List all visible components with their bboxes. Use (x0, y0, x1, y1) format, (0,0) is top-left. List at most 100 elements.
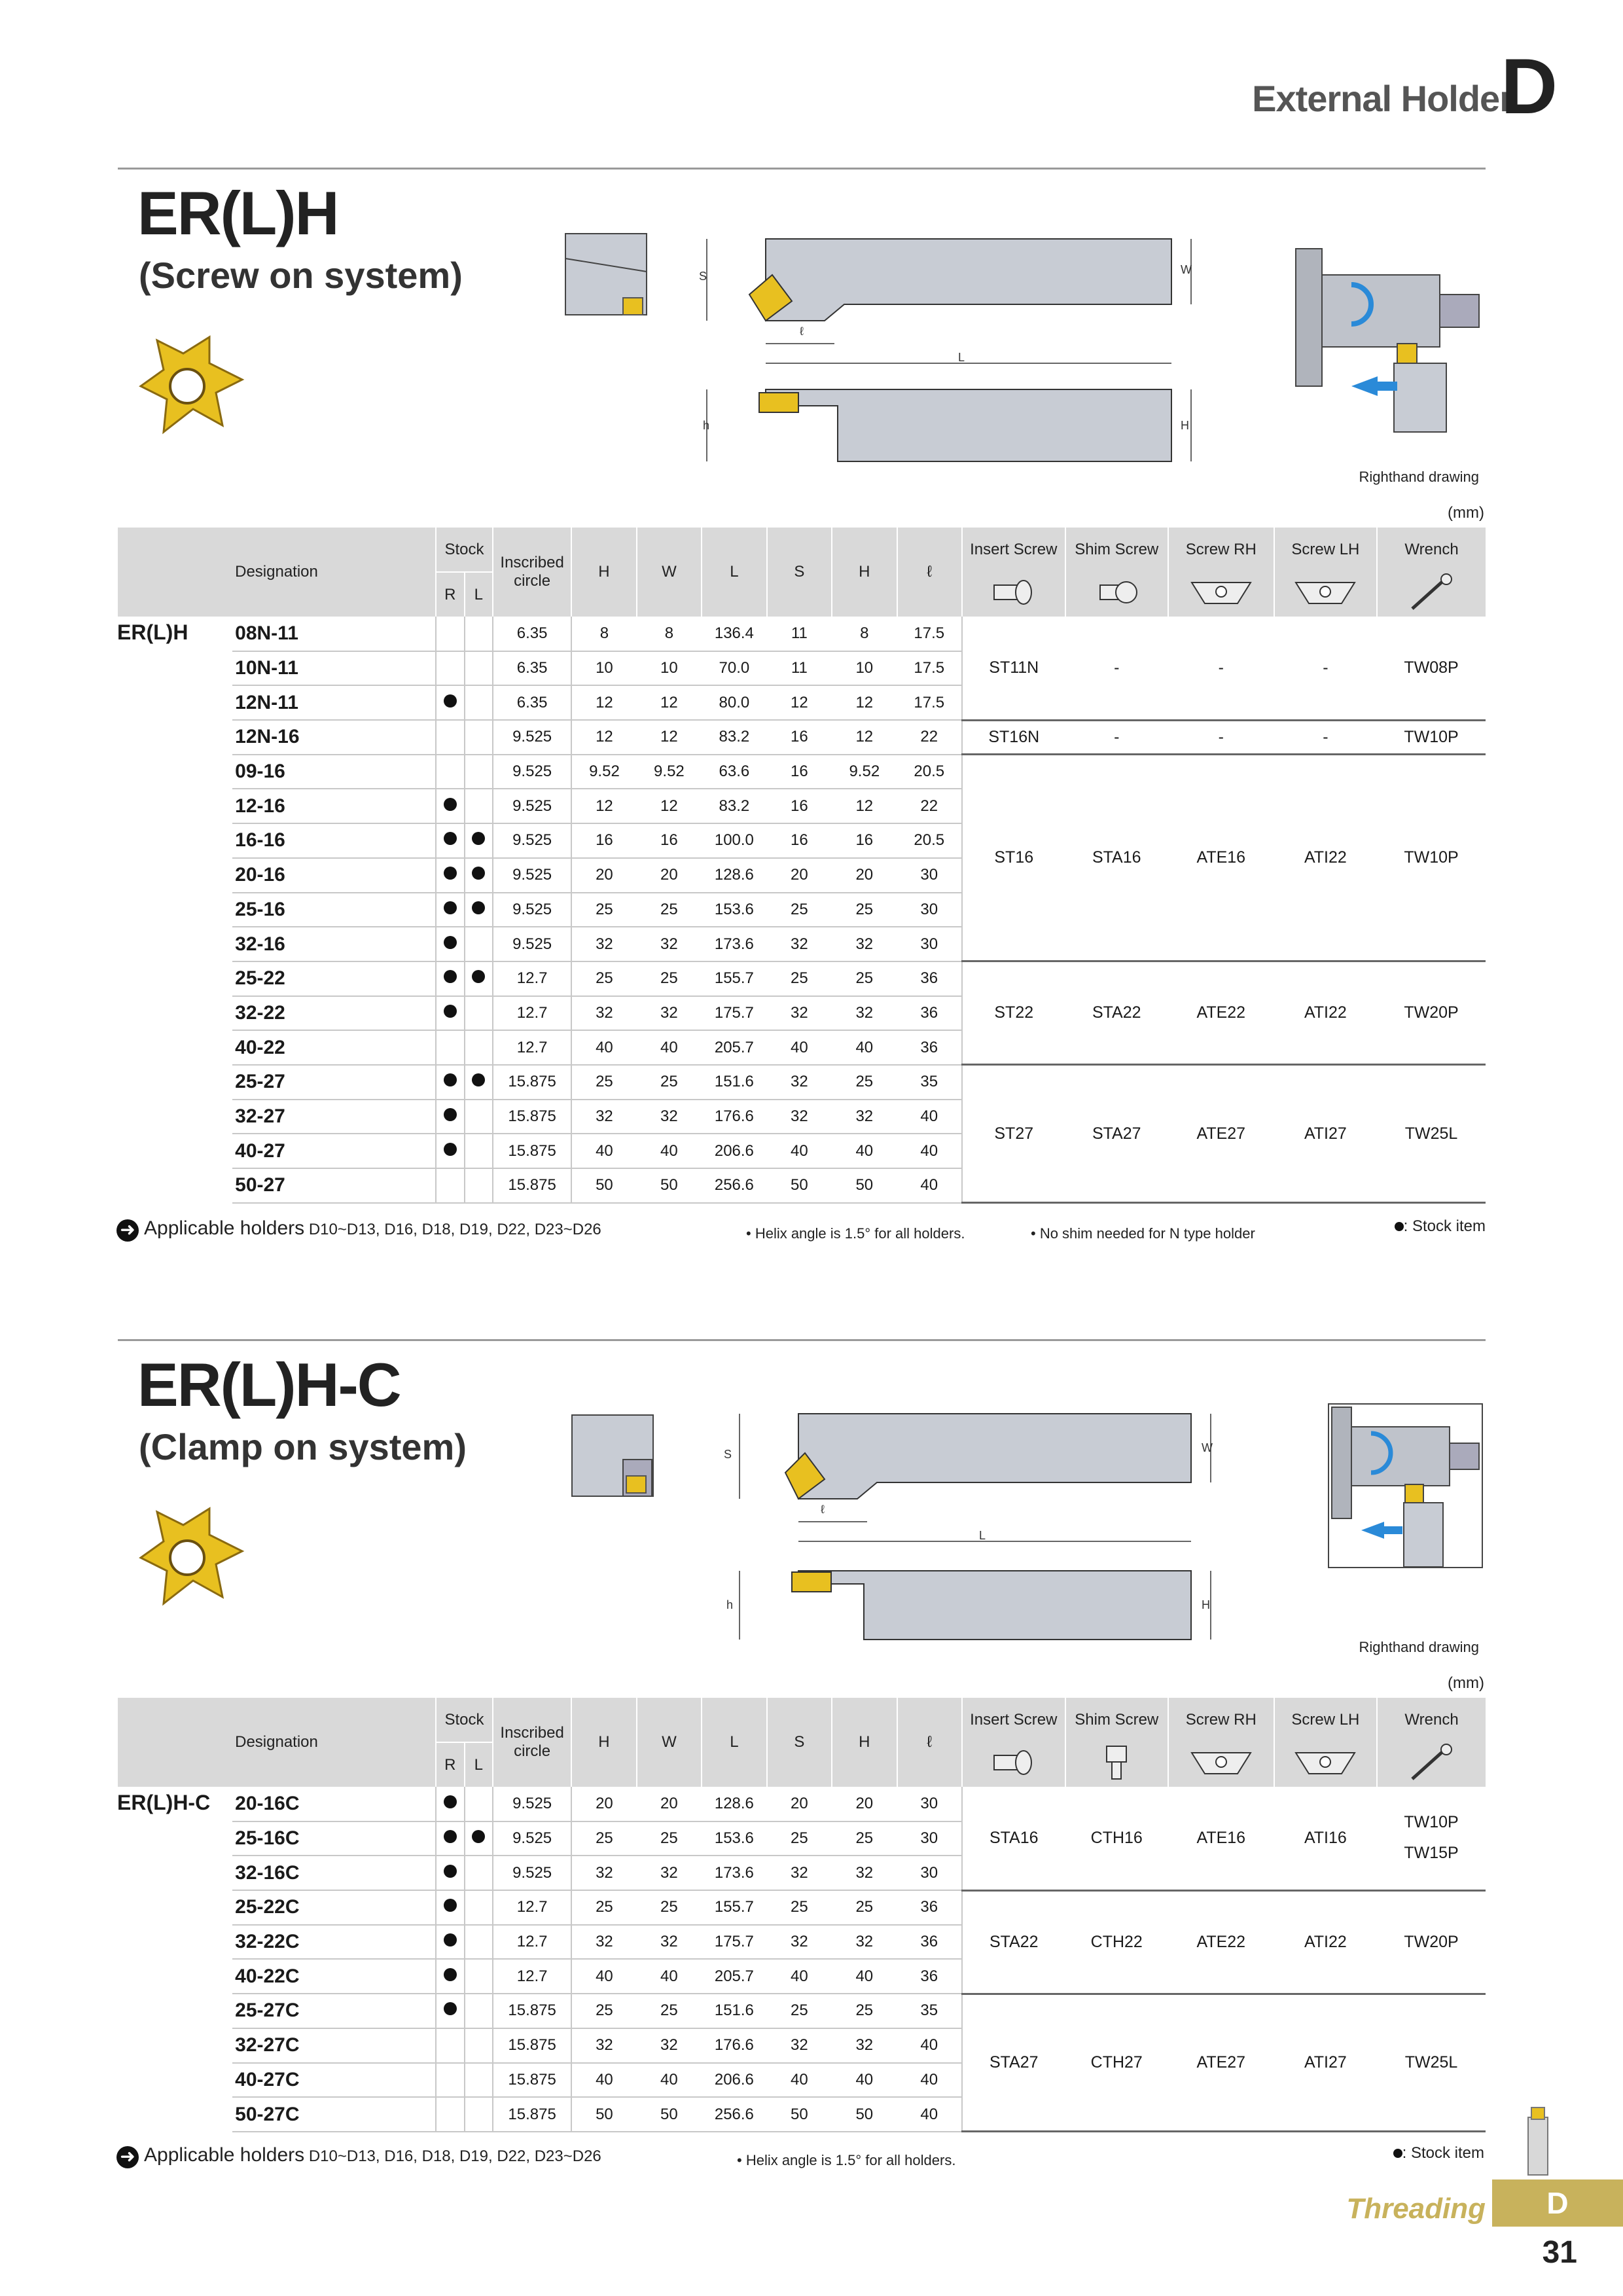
dim-h-cell: 50 (832, 2097, 897, 2132)
stock-R-cell (435, 1924, 465, 1960)
inscribed-circle-cell: 12.7 (492, 996, 573, 1031)
dim-h-2: h (726, 1598, 734, 1611)
stock-dot-icon (443, 2002, 457, 2016)
dim-l-cell: 30 (897, 927, 963, 962)
designation-cell: 25-27C (232, 1994, 436, 2029)
shim-screw-icon (1064, 572, 1168, 617)
dim-h-cell: 40 (832, 1134, 897, 1169)
accessory-wrench-cell: TW20P (1377, 1890, 1486, 1995)
dim-h-cell: 25 (832, 1821, 897, 1857)
col-H: H (571, 528, 637, 617)
dim-H-cell: 32 (571, 996, 637, 1031)
inscribed-circle-cell: 6.35 (492, 685, 573, 721)
dim-Lv-cell: 175.7 (702, 1924, 767, 1960)
accessory-shim-cell: - (1065, 617, 1168, 721)
dim-L-2: L (979, 1529, 986, 1542)
dim-S-2: S (724, 1448, 732, 1461)
inscribed-circle-cell: 9.525 (492, 823, 573, 859)
stock-R-cell (435, 1030, 465, 1066)
dim-W-cell: 40 (636, 1959, 702, 1995)
dim-h-cell: 16 (832, 823, 897, 859)
dim-W-cell: 20 (636, 1787, 702, 1822)
dim-l-cell: 22 (897, 789, 963, 825)
threading-tool-icon (1527, 2107, 1548, 2176)
dim-H-cell: 32 (571, 1924, 637, 1960)
dim-l-cell: 17.5 (897, 685, 963, 721)
accessory-insert-cell: ST16N (962, 720, 1065, 756)
designation-cell: 32-16 (232, 927, 436, 962)
accessory-wrench-cell: TW10P (1377, 754, 1486, 963)
dim-Lv-cell: 83.2 (702, 720, 767, 755)
dim-l-cell: 22 (897, 720, 963, 755)
dim-l-cell: 36 (897, 1959, 963, 1995)
dim-h-cell: 32 (832, 1856, 897, 1892)
dim-S-cell: 16 (766, 789, 832, 825)
dim-S-cell: 16 (766, 754, 832, 790)
dim-S-cell: 40 (766, 1134, 832, 1169)
stock-R-cell (435, 1821, 465, 1857)
dim-h-cell: 9.52 (832, 754, 897, 790)
stock-L-cell (463, 651, 493, 687)
stock-dot-icon (472, 832, 486, 846)
dim-l-cell: 36 (897, 1890, 963, 1926)
dim-S-cell: 20 (766, 1787, 832, 1822)
dim-W-cell: 32 (636, 1856, 702, 1892)
dim-W-cell: 9.52 (636, 754, 702, 790)
stock-dot-icon (443, 797, 457, 811)
unit-label-2: (mm) (1448, 1674, 1484, 1692)
dim-H-cell: 50 (571, 2097, 637, 2132)
dim-H-cell: 16 (571, 823, 637, 859)
dim-h-cell: 10 (832, 651, 897, 687)
accessory-rh-cell: ATE27 (1168, 1064, 1274, 1204)
dim-S-cell: 11 (766, 617, 832, 652)
dim-l-cell: 40 (897, 1168, 963, 1204)
accessory-insert-cell: STA27 (962, 1994, 1065, 2133)
dim-Lv-cell: 175.7 (702, 996, 767, 1031)
dim-H-cell: 12 (571, 789, 637, 825)
dim-H-cell: 32 (571, 927, 637, 962)
stock-L-cell (463, 2062, 493, 2098)
stock-dot-icon (472, 1830, 486, 1844)
stock-R-cell (435, 2028, 465, 2064)
dim-W-cell: 50 (636, 2097, 702, 2132)
stock-L-cell (463, 1924, 493, 1960)
col-wrench: Wrench (1376, 528, 1486, 572)
insert-screw-icon (961, 1742, 1065, 1787)
designation-cell: 50-27C (232, 2097, 436, 2132)
col-S: S (766, 528, 832, 617)
dim-H-cell: 25 (571, 1890, 637, 1926)
col-h-2: H (831, 1698, 897, 1787)
designation-cell: 09-16 (232, 754, 436, 790)
spec-table-erlh: Designation Stock Inscribed circle H W L… (116, 528, 1486, 1204)
stock-dot-icon (443, 694, 457, 708)
accessory-insert-cell: ST27 (962, 1064, 1065, 1204)
dim-S-cell: 32 (766, 2028, 832, 2064)
dim-S-cell: 11 (766, 651, 832, 687)
designation-cell: 25-16C (232, 1821, 436, 1857)
inscribed-circle-cell: 9.525 (492, 927, 573, 962)
dim-H-cell: 40 (571, 1134, 637, 1169)
note-helix-2: • Helix angle is 1.5° for all holders. (737, 2152, 956, 2168)
dim-W-cell: 25 (636, 892, 702, 928)
accessory-rh-cell: - (1168, 617, 1274, 721)
dim-Lv-cell: 70.0 (702, 651, 767, 687)
chapter-tab[interactable]: D (1492, 2179, 1623, 2227)
dim-Lv-cell: 153.6 (702, 1821, 767, 1857)
accessory-lh-cell: ATI27 (1274, 1064, 1378, 1204)
dim-W-cell: 25 (636, 1821, 702, 1857)
dim-Lv-cell: 176.6 (702, 2028, 767, 2064)
dim-S-cell: 32 (766, 1924, 832, 1960)
dim-h-cell: 25 (832, 892, 897, 928)
stock-dot-icon (443, 1899, 457, 1912)
dim-H-cell: 10 (571, 651, 637, 687)
stock-L-cell (463, 1134, 493, 1169)
stock-dot-icon (443, 901, 457, 914)
inscribed-circle-cell: 15.875 (492, 1064, 573, 1100)
dim-W-cell: 10 (636, 651, 702, 687)
wrench-value-alt: TW15P (1404, 1844, 1459, 1863)
page-number: 31 (1542, 2235, 1577, 2270)
col-H-2: H (571, 1698, 637, 1787)
